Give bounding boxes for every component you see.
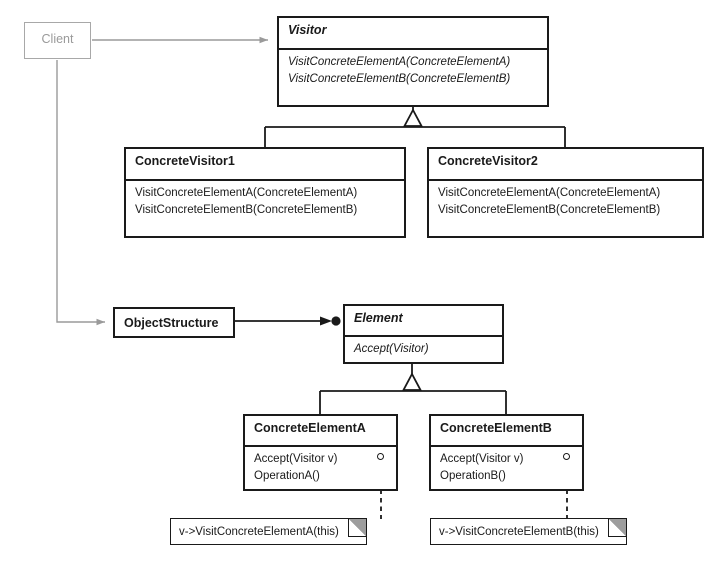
class-concreteelementb-methods: Accept(Visitor v) OperationB() [431,445,582,489]
class-visitor-name: Visitor [288,23,327,37]
class-concretevisitor2-name: ConcreteVisitor2 [438,154,538,168]
class-concreteelementb-name: ConcreteElementB [440,421,552,435]
class-concretevisitor1-name: ConcreteVisitor1 [135,154,235,168]
class-concreteelementa-name: ConcreteElementA [254,421,366,435]
method-item: VisitConcreteElementB(ConcreteElementB) [288,73,511,85]
class-objectstructure[interactable]: ObjectStructure [113,307,235,338]
note-anchor-socket-a-icon [377,453,384,460]
class-concreteelementa[interactable]: ConcreteElementA Accept(Visitor v) Opera… [243,414,398,491]
class-client[interactable]: Client [24,22,91,59]
class-concreteelementa-header: ConcreteElementA [245,416,396,445]
note-concreteelementb-text: v->VisitConcreteElementB(this) [439,526,599,538]
edge-generalization-visitor [264,107,566,147]
class-concretevisitor2[interactable]: ConcreteVisitor2 VisitConcreteElementA(C… [427,147,704,238]
note-fold-corner-icon [348,519,366,537]
class-concretevisitor2-methods: VisitConcreteElementA(ConcreteElementA) … [429,179,702,223]
note-concreteelementb[interactable]: v->VisitConcreteElementB(this) [430,518,627,545]
class-concretevisitor1-header: ConcreteVisitor1 [126,149,404,179]
note-concreteelementa-text: v->VisitConcreteElementA(this) [179,526,339,538]
class-concretevisitor2-header: ConcreteVisitor2 [429,149,702,179]
class-element-name: Element [354,311,403,325]
method-item: VisitConcreteElementB(ConcreteElementB) [135,204,358,216]
class-client-header: Client [25,23,90,56]
class-element-header: Element [345,306,502,335]
class-concreteelementa-methods: Accept(Visitor v) OperationA() [245,445,396,489]
method-item: VisitConcreteElementA(ConcreteElementA) [135,187,358,199]
class-visitor[interactable]: Visitor VisitConcreteElementA(ConcreteEl… [277,16,549,107]
class-concretevisitor1-methods: VisitConcreteElementA(ConcreteElementA) … [126,179,404,223]
note-anchor-socket-b-icon [563,453,570,460]
edge-generalization-element [319,364,507,414]
class-element-methods: Accept(Visitor) [345,335,502,362]
class-client-name: Client [41,32,74,46]
class-visitor-methods: VisitConcreteElementA(ConcreteElementA) … [279,48,547,92]
class-visitor-header: Visitor [279,18,547,48]
class-element[interactable]: Element Accept(Visitor) [343,304,504,364]
class-objectstructure-header: ObjectStructure [115,309,233,338]
note-concreteelementa[interactable]: v->VisitConcreteElementA(this) [170,518,367,545]
edge-client-to-objectstructure [56,60,105,326]
method-item: VisitConcreteElementA(ConcreteElementA) [288,56,511,68]
note-fold-corner-icon [608,519,626,537]
class-concreteelementb-header: ConcreteElementB [431,416,582,445]
class-concreteelementb[interactable]: ConcreteElementB Accept(Visitor v) Opera… [429,414,584,491]
class-objectstructure-name: ObjectStructure [124,316,219,330]
method-item: Accept(Visitor v) [254,453,338,465]
method-item: OperationA() [254,470,320,482]
method-item: VisitConcreteElementB(ConcreteElementB) [438,204,661,216]
method-item: Accept(Visitor) [354,343,429,355]
method-item: VisitConcreteElementA(ConcreteElementA) [438,187,661,199]
method-item: Accept(Visitor v) [440,453,524,465]
edge-objectstructure-to-element [235,316,341,326]
class-concretevisitor1[interactable]: ConcreteVisitor1 VisitConcreteElementA(C… [124,147,406,238]
method-item: OperationB() [440,470,506,482]
